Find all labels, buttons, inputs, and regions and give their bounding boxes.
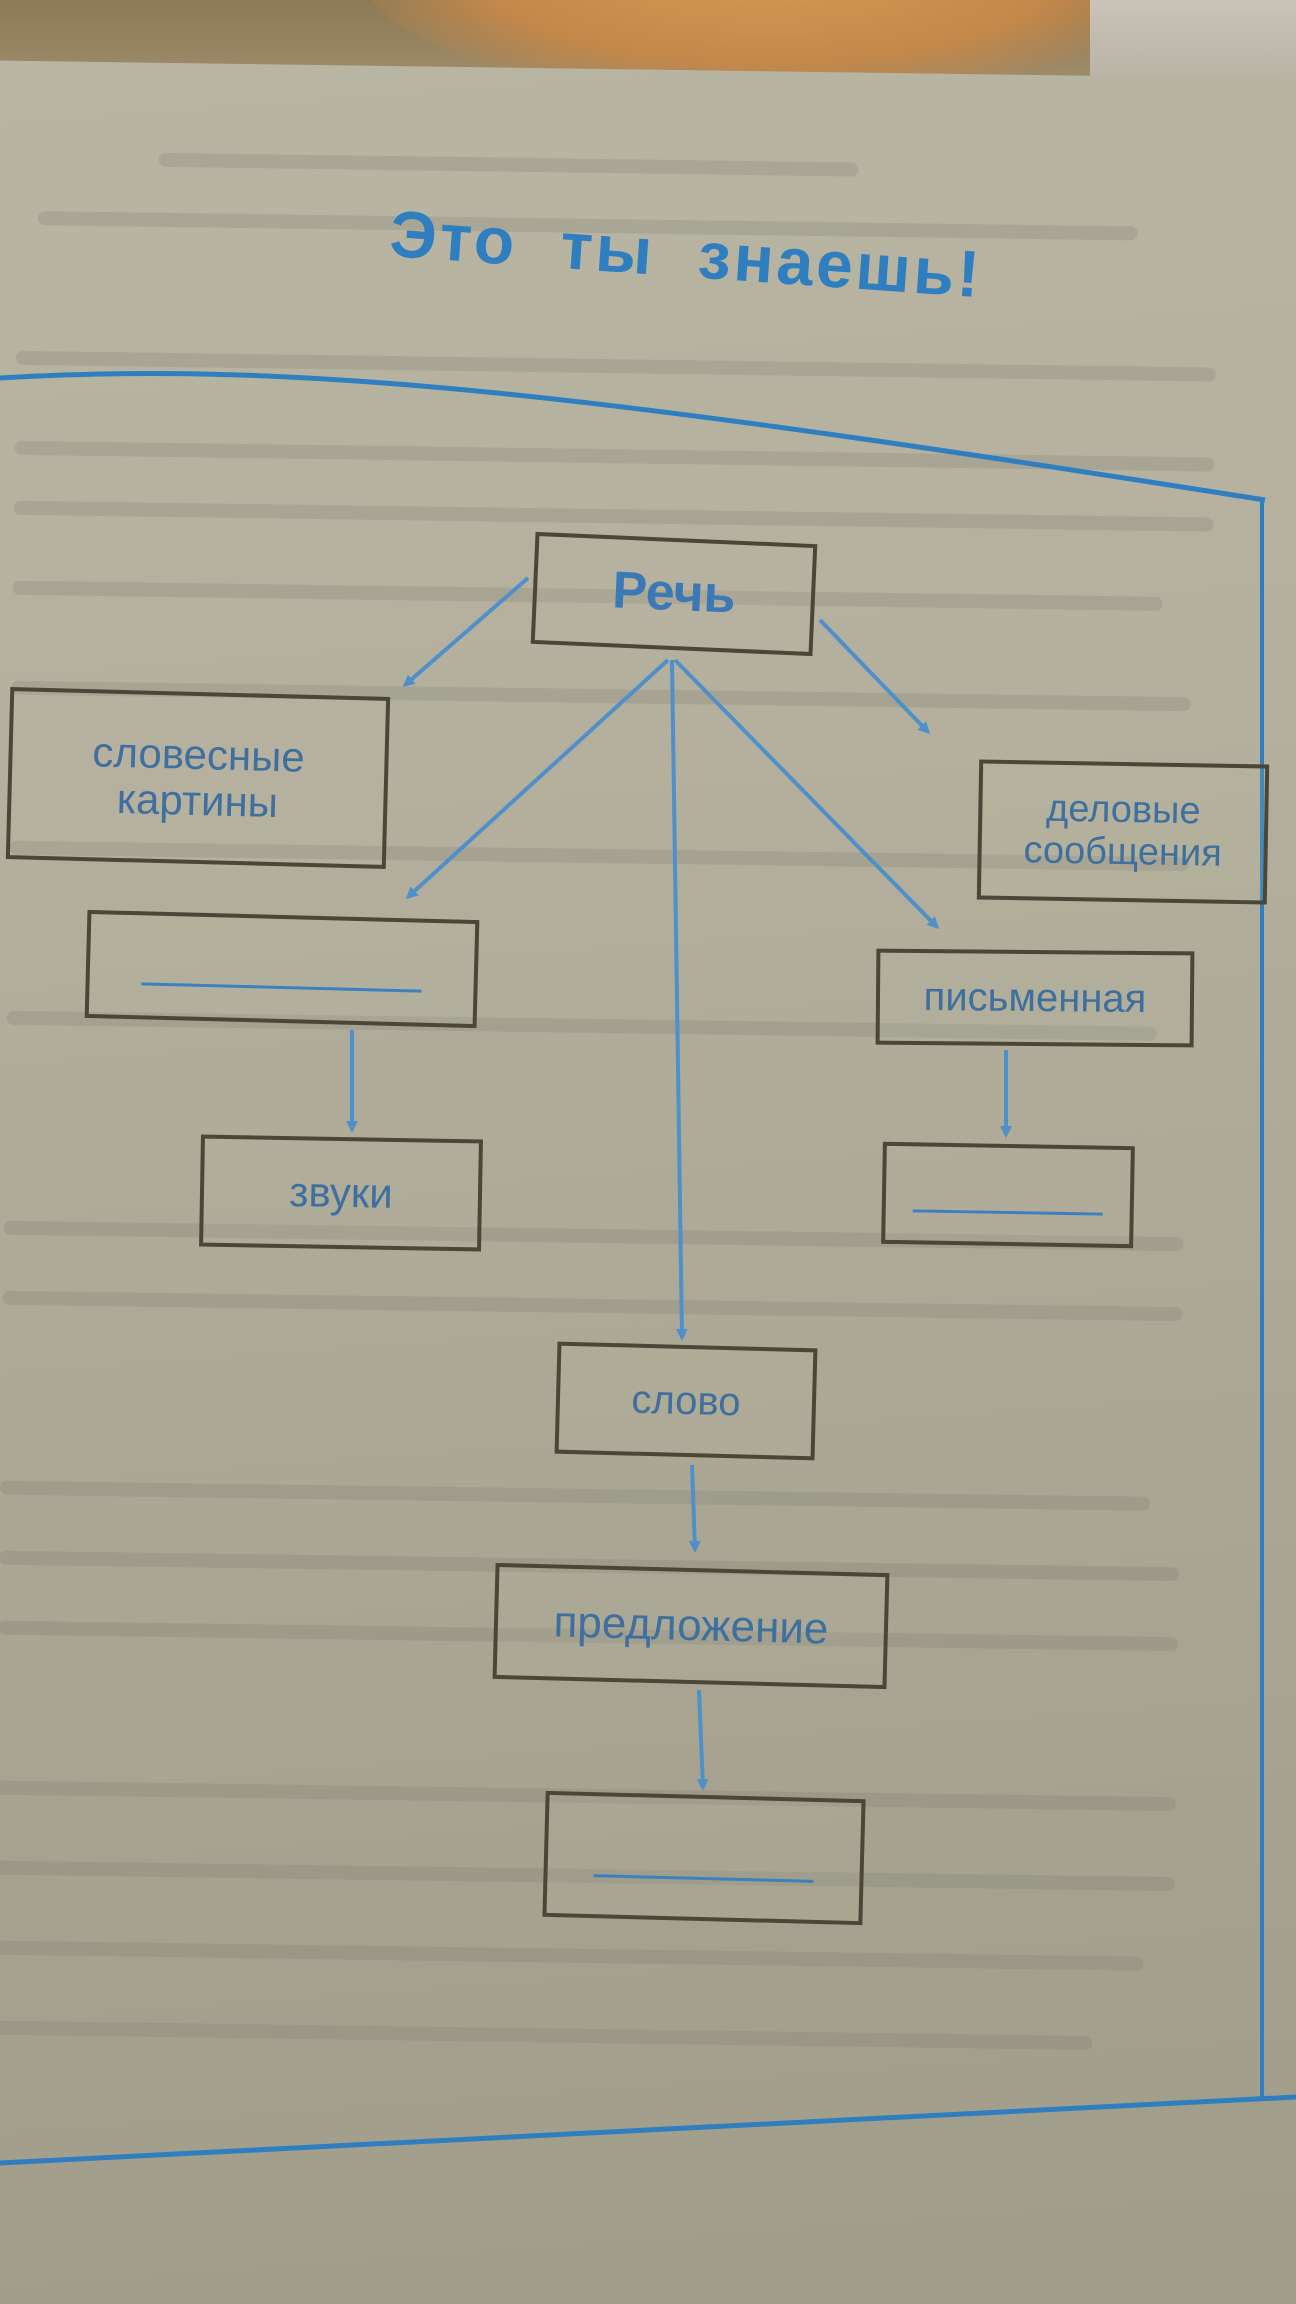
node-written-child-blank — [881, 1141, 1135, 1249]
node-word: слово — [554, 1341, 818, 1461]
node-sentence: предложение — [492, 1562, 890, 1690]
arrow-root-to-oral — [405, 658, 670, 900]
fill-in-blank-line[interactable] — [912, 1208, 1103, 1216]
node-sounds-label: звуки — [288, 1168, 394, 1217]
node-sentence-label: предложение — [552, 1597, 830, 1654]
node-oral-blank — [84, 909, 480, 1029]
arrow-root-to-verbal-pictures — [402, 576, 530, 687]
node-root: Речь — [530, 531, 818, 657]
fill-in-blank-line[interactable] — [141, 981, 422, 993]
node-verbal-pictures-label: словесные картины — [91, 728, 306, 827]
node-sounds: звуки — [199, 1134, 483, 1252]
frame-top-line — [0, 370, 1266, 503]
fill-in-blank-line[interactable] — [593, 1873, 814, 1883]
arrow-root-to-word — [670, 659, 688, 1341]
node-business-messages: деловые сообщения — [976, 759, 1270, 905]
arrow-root-to-business-messages — [818, 618, 931, 735]
frame-bottom-line — [0, 2094, 1296, 2166]
node-word-label: слово — [630, 1377, 742, 1425]
node-written-label: письменная — [923, 975, 1147, 1021]
node-verbal-pictures: словесные картины — [5, 687, 391, 869]
arrow-sentence-to-blank — [696, 1689, 709, 1791]
arrow-root-to-written — [673, 658, 940, 930]
node-sentence-child-blank — [542, 1790, 866, 1926]
node-business-messages-label: деловые сообщения — [1023, 787, 1223, 875]
node-root-label: Речь — [611, 561, 737, 626]
node-written: письменная — [875, 948, 1195, 1048]
arrow-word-to-sentence — [688, 1464, 701, 1553]
